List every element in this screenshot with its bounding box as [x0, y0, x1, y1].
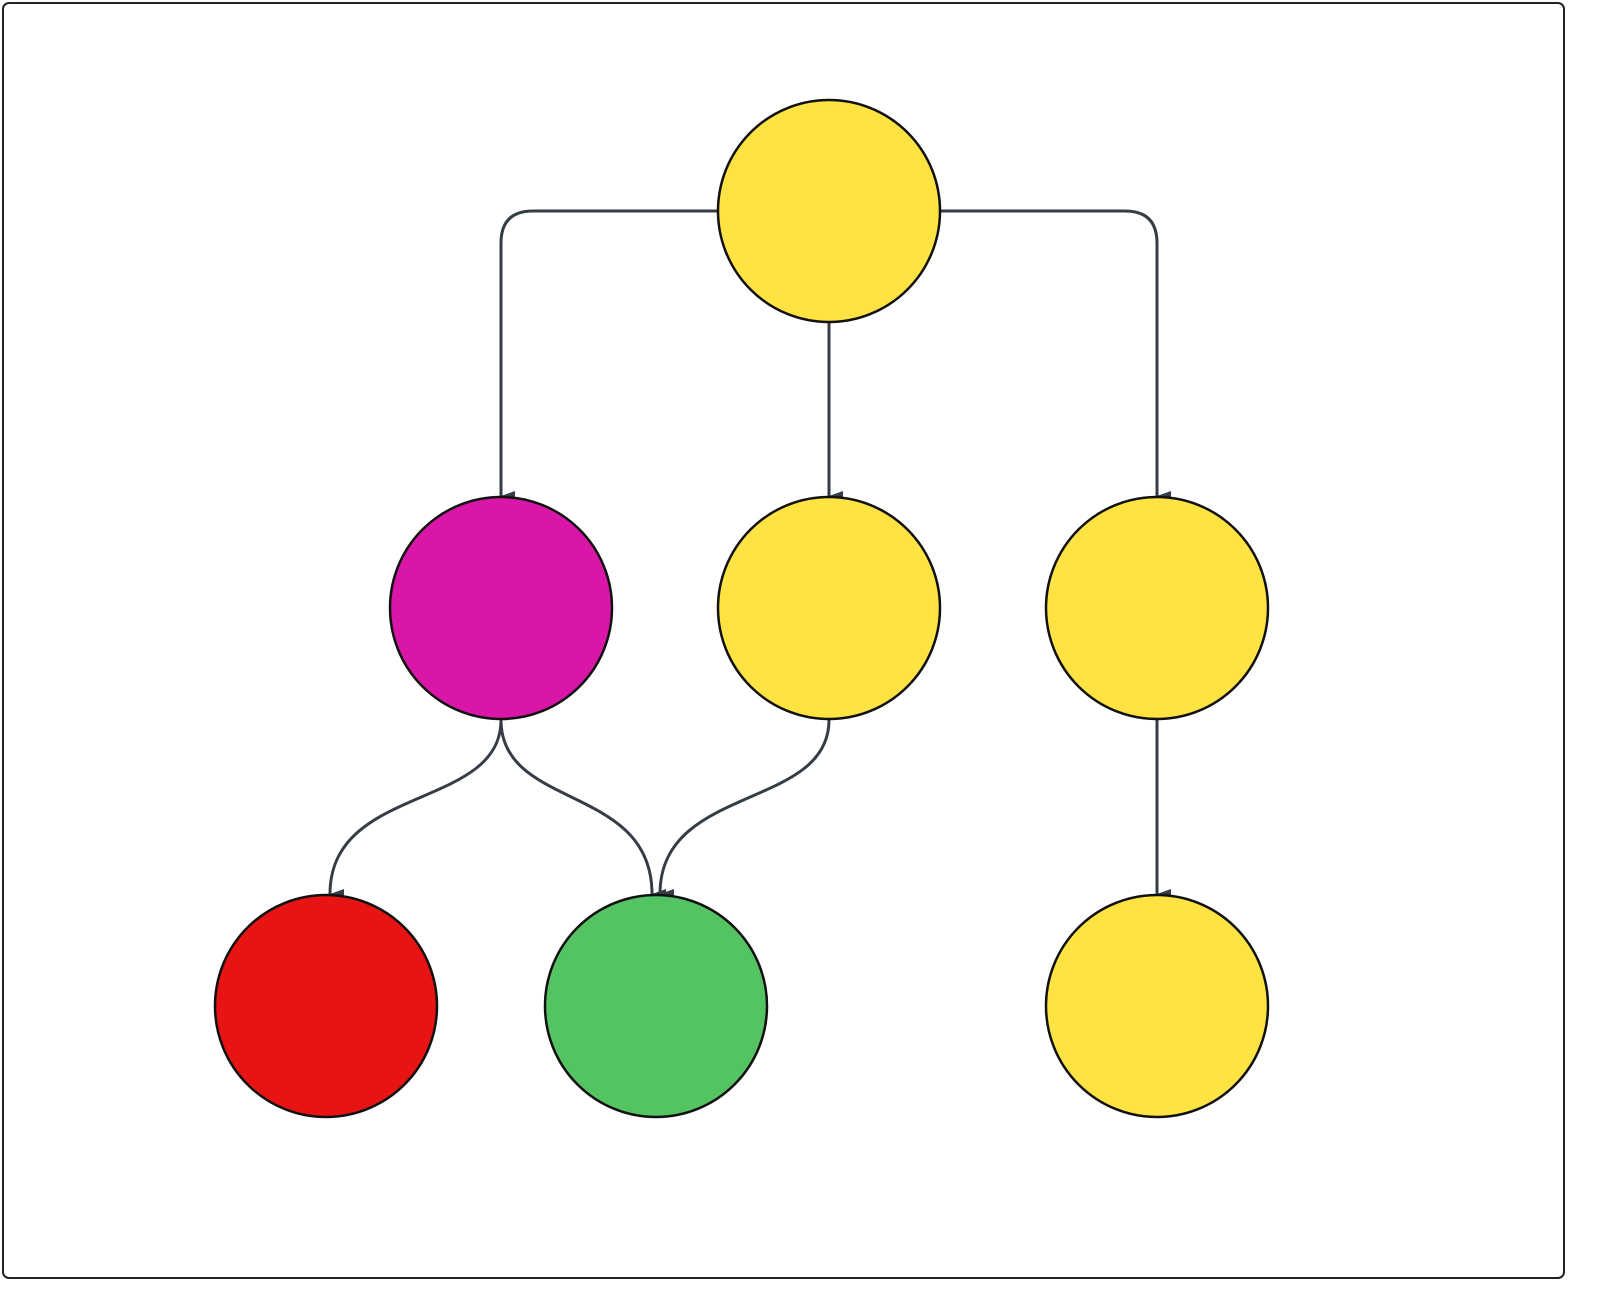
edge-mid-left-to-bottom-left	[328, 719, 503, 900]
node-root[interactable]	[716, 98, 942, 324]
node-mid-right[interactable]	[1044, 495, 1270, 721]
edge-root-to-mid-left	[499, 209, 717, 501]
edge-root-to-mid-right	[941, 209, 1171, 501]
node-bottom-right[interactable]	[1044, 893, 1270, 1119]
node-bottom-center[interactable]	[543, 893, 769, 1119]
edge-mid-center-to-bottom-center	[658, 719, 831, 900]
node-mid-left[interactable]	[388, 495, 614, 721]
node-bottom-left[interactable]	[213, 893, 439, 1119]
node-mid-center[interactable]	[716, 495, 942, 721]
nodes-layer	[213, 98, 1270, 1119]
edges-layer	[328, 209, 1171, 900]
edge-mid-left-to-bottom-center	[499, 719, 667, 899]
